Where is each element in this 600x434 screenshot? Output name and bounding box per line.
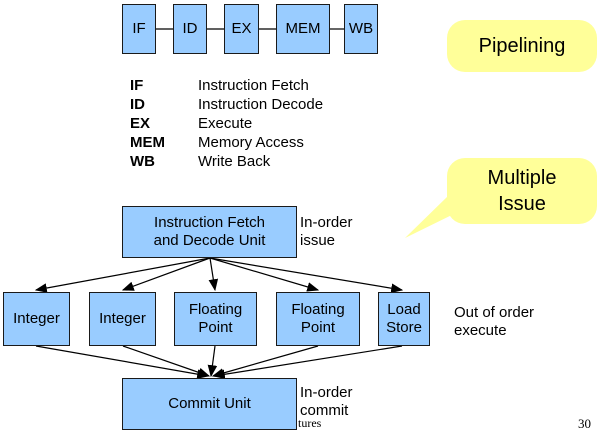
- commit-arrow: [35, 345, 210, 379]
- callout-pipelining: Pipelining: [447, 20, 597, 72]
- issue-arrow: [34, 257, 211, 293]
- issue-arrow: [209, 257, 404, 293]
- note-inorder-issue: In-order issue: [300, 214, 353, 249]
- note-inorder-commit: In-order commit: [300, 384, 353, 419]
- callout-multiple-issue: Multiple Issue: [447, 158, 597, 224]
- stage-id: ID: [173, 4, 207, 54]
- stage-mem: MEM: [276, 4, 330, 54]
- legend-abbr: ID: [130, 96, 145, 113]
- exec-unit-floating-point: Floating Point: [276, 292, 360, 346]
- issue-arrow: [208, 257, 219, 292]
- exec-unit-integer: Integer: [89, 292, 156, 346]
- issue-arrow: [121, 257, 211, 291]
- commit-arrow: [122, 345, 211, 377]
- commit-arrow: [211, 345, 319, 378]
- legend-abbr: MEM: [130, 134, 165, 151]
- legend-desc: Memory Access: [198, 134, 304, 151]
- legend-desc: Instruction Decode: [198, 96, 324, 113]
- stage-wb: WB: [344, 4, 378, 54]
- legend-abbr: WB: [130, 153, 155, 170]
- legend-desc: Instruction Fetch: [198, 77, 309, 94]
- stage-if: IF: [122, 4, 156, 54]
- stage-ex: EX: [224, 4, 259, 54]
- issue-arrow: [209, 257, 320, 292]
- footer-text: tures: [298, 416, 322, 430]
- legend-desc: Execute: [198, 115, 253, 132]
- note-ooo-execute: Out of order execute: [454, 304, 535, 339]
- commit-unit: Commit Unit: [122, 378, 297, 430]
- commit-arrow: [212, 345, 403, 380]
- legend-desc: Write Back: [198, 153, 271, 170]
- commit-arrow: [207, 345, 218, 378]
- exec-unit-load-store: Load Store: [378, 292, 430, 346]
- exec-unit-integer: Integer: [3, 292, 70, 346]
- legend-abbr: EX: [130, 115, 151, 132]
- fetch-decode-unit: Instruction Fetch and Decode Unit: [122, 206, 297, 258]
- page-number: 30: [578, 416, 591, 431]
- legend-abbr: IF: [130, 77, 144, 94]
- exec-unit-floating-point: Floating Point: [174, 292, 257, 346]
